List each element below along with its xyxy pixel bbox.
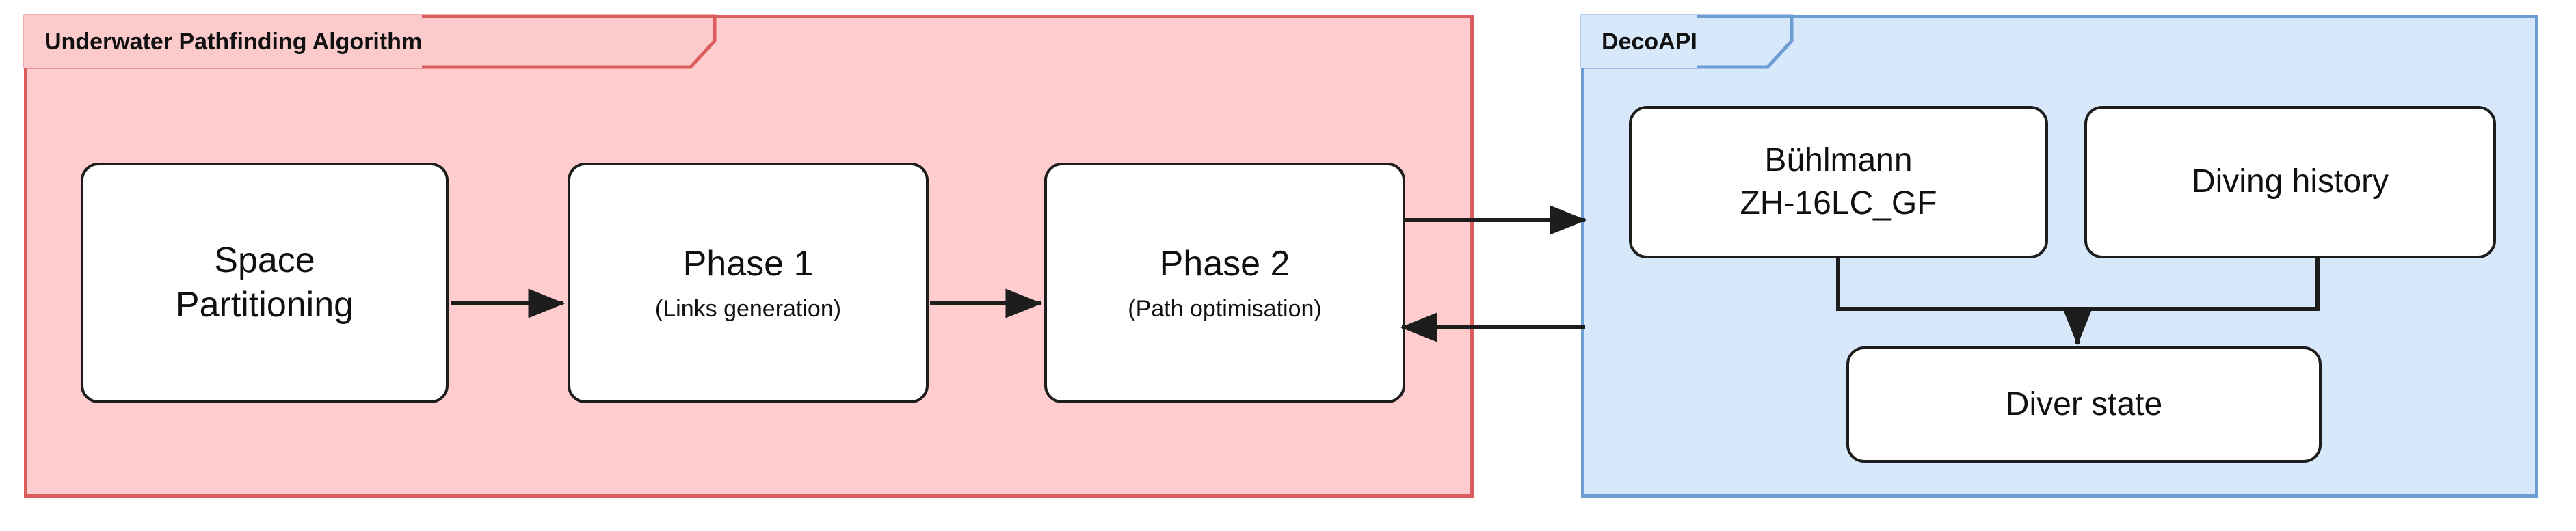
panel-decoapi[interactable]: DecoAPI Bühlmann ZH-16LC_GF Diving histo…: [1580, 14, 2538, 498]
node-phase-1[interactable]: Phase 1 (Links generation): [568, 163, 929, 403]
node-buhlmann-title: Bühlmann: [1764, 141, 1913, 178]
node-phase-2-title: Phase 2: [1159, 244, 1290, 284]
node-space-partitioning-line2: Partitioning: [175, 285, 354, 325]
node-space-partitioning[interactable]: Space Partitioning: [81, 163, 449, 403]
panel-title-decoapi: DecoAPI: [1581, 15, 1697, 68]
node-phase-1-title: Phase 1: [682, 244, 814, 284]
panel-title-label-underwater: Underwater Pathfinding Algorithm: [44, 28, 423, 55]
node-diving-history-title: Diving history: [2191, 163, 2389, 200]
panel-title-label-decoapi: DecoAPI: [1602, 28, 1697, 55]
node-diving-history[interactable]: Diving history: [2084, 106, 2496, 258]
panel-underwater-pathfinding-algorithm[interactable]: Underwater Pathfinding Algorithm Space P…: [23, 14, 1474, 498]
node-diver-state-title: Diver state: [2005, 385, 2163, 422]
node-buhlmann[interactable]: Bühlmann ZH-16LC_GF: [1629, 106, 2048, 258]
panel-title-underwater: Underwater Pathfinding Algorithm: [24, 15, 423, 68]
node-phase-1-subtitle: (Links generation): [654, 295, 842, 322]
node-buhlmann-line2: ZH-16LC_GF: [1740, 185, 1937, 221]
node-space-partitioning-title: Space: [214, 240, 315, 280]
node-diver-state[interactable]: Diver state: [1846, 346, 2322, 463]
node-phase-2[interactable]: Phase 2 (Path optimisation): [1044, 163, 1405, 403]
node-phase-2-subtitle: (Path optimisation): [1128, 295, 1322, 322]
